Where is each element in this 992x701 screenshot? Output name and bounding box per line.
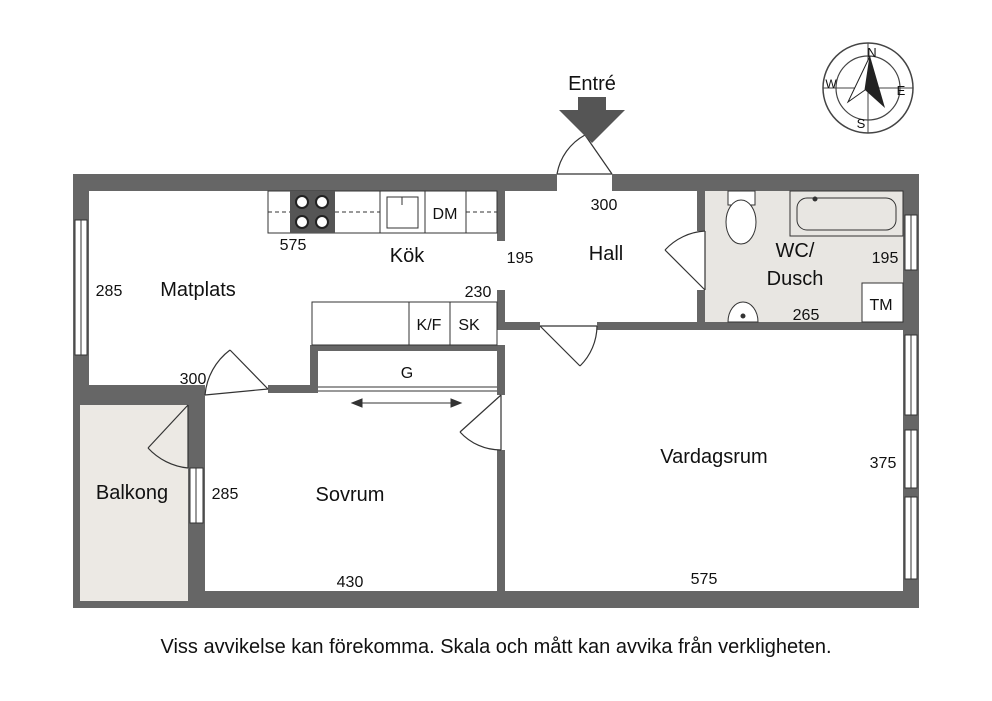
interior-walls <box>268 191 919 608</box>
dim-sovrum-width: 430 <box>337 574 364 591</box>
dim-wc-depth: 195 <box>872 250 899 267</box>
dim-vardagsrum-width: 575 <box>691 571 718 588</box>
dim-kitchen-hall-left: 195 <box>507 250 534 267</box>
bathtub-icon <box>789 190 904 237</box>
room-hall: Hall <box>589 243 623 265</box>
balcony-floor <box>80 405 188 602</box>
entrance-arrow-icon <box>559 97 625 143</box>
dim-matplats-width: 300 <box>180 371 207 388</box>
kitchen-counter-bottom <box>311 301 498 346</box>
compass-e: E <box>897 83 906 98</box>
compass-w: W <box>825 77 837 91</box>
room-wc-line1: WC/ <box>776 240 815 262</box>
windows <box>74 214 918 580</box>
fixture-kf: K/F <box>417 317 442 334</box>
compass-s: S <box>857 116 866 131</box>
dim-vardagsrum-depth: 375 <box>870 455 897 472</box>
wardrobe <box>318 386 497 392</box>
compass-icon <box>822 42 914 134</box>
fixture-g: G <box>401 365 413 382</box>
sliding-arrow-icon <box>350 398 463 408</box>
washing-machine-box <box>861 282 904 323</box>
room-sovrum: Sovrum <box>316 484 385 506</box>
stove-icon <box>290 191 335 233</box>
doors <box>147 134 706 469</box>
entrance-label: Entré <box>568 73 616 95</box>
dim-balkong-depth: 285 <box>212 486 239 503</box>
fixture-tm: TM <box>869 297 892 314</box>
washbasin-icon <box>727 301 759 323</box>
compass-n: N <box>867 45 876 60</box>
dim-matplats-depth: 285 <box>96 283 123 300</box>
room-kok: Kök <box>390 245 425 267</box>
room-wc-line2: Dusch <box>767 268 824 290</box>
fixture-sk: SK <box>458 317 480 334</box>
dim-kitchen-depth: 230 <box>465 284 492 301</box>
dim-kitchen-width: 575 <box>280 237 307 254</box>
dishwasher-box <box>424 190 467 234</box>
dim-wc-width: 265 <box>793 307 820 324</box>
dim-hall-width: 300 <box>591 197 618 214</box>
disclaimer-text: Viss avvikelse kan förekomma. Skala och … <box>160 636 832 658</box>
room-vardagsrum: Vardagsrum <box>660 446 767 468</box>
room-matplats: Matplats <box>160 279 236 301</box>
toilet-icon <box>725 190 757 245</box>
fixture-dm: DM <box>433 206 458 223</box>
sink-icon <box>379 190 426 234</box>
room-balkong: Balkong <box>96 482 168 504</box>
